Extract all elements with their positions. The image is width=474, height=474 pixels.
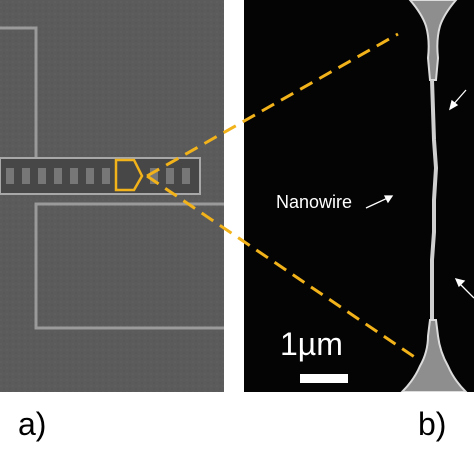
sem-image-zoom: Nanowire 1µm — [244, 0, 474, 392]
bottom-contact-pad — [400, 319, 468, 392]
lower-right-arrowhead — [454, 278, 466, 288]
upper-right-arrowhead — [448, 99, 459, 111]
panel-b-label: b) — [418, 406, 447, 442]
nanowire-label: Nanowire — [276, 192, 353, 212]
scale-bar — [300, 374, 348, 383]
panel-a-label: a) — [18, 406, 47, 442]
sem-overview-drawing — [0, 0, 224, 392]
upper-electrode-outline — [0, 26, 38, 160]
top-contact-pad — [408, 0, 458, 81]
scale-bar-label: 1µm — [280, 326, 343, 362]
nanowire-channel — [430, 79, 439, 320]
sem-image-overview — [0, 0, 224, 392]
highlighted-device — [114, 158, 144, 192]
lower-electrode-outline — [34, 202, 224, 330]
